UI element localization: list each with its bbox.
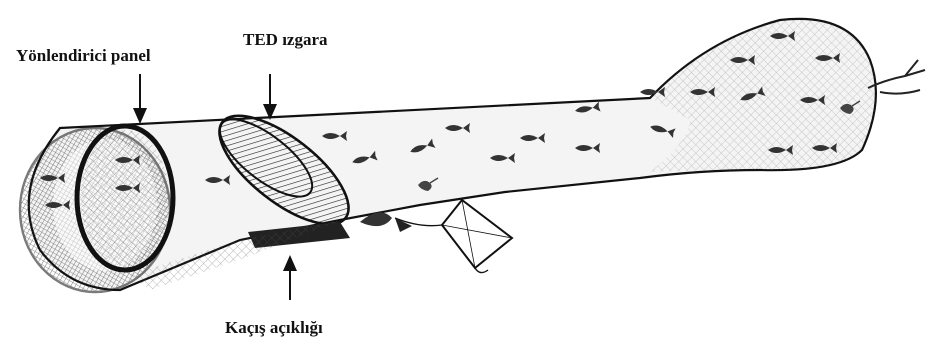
trawl-net: [20, 19, 925, 292]
escaping-ray: [442, 200, 512, 268]
deflector-panel-label: Yönlendirici panel: [16, 46, 151, 65]
codend-mesh: [650, 19, 876, 172]
deflector-panel-mesh: [81, 130, 169, 266]
escape-opening-label: Kaçış açıklığı: [225, 318, 323, 337]
ted-grid-label: TED ızgara: [243, 30, 328, 49]
